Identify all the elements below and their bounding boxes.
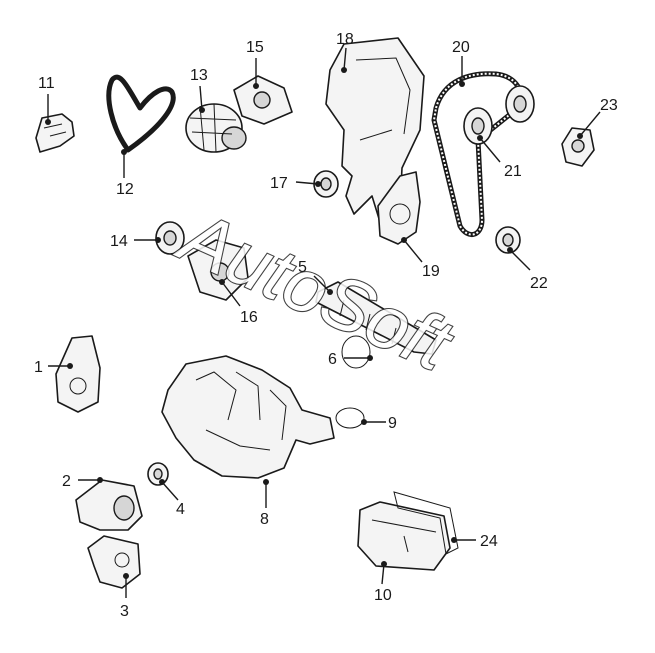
callout-14: 14 xyxy=(110,233,128,250)
part-22-crank-pulley xyxy=(495,226,521,254)
part-8-intake-manifold xyxy=(161,355,335,479)
callout-22: 22 xyxy=(530,275,548,292)
callout-4: 4 xyxy=(176,501,185,518)
part-1-engine-bracket xyxy=(55,335,101,413)
part-19-lower-cover xyxy=(377,171,421,245)
callout-labels: 11 12 13 15 18 20 23 17 21 19 22 14 16 5… xyxy=(34,31,618,620)
part-9-gasket xyxy=(335,407,365,429)
callout-10: 10 xyxy=(374,587,392,604)
callout-21: 21 xyxy=(504,163,522,180)
part-15-tensioner-bracket xyxy=(233,75,293,125)
part-3-water-outlet xyxy=(87,535,141,589)
part-23-fitting xyxy=(561,127,595,167)
callout-16: 16 xyxy=(240,309,258,326)
callout-18: 18 xyxy=(336,31,354,48)
part-16-tensioner-assembly xyxy=(187,239,249,301)
callout-leaders xyxy=(45,47,601,598)
callout-11: 11 xyxy=(38,75,55,92)
part-4-thermostat xyxy=(147,462,169,486)
callout-13: 13 xyxy=(190,67,208,84)
callout-12: 12 xyxy=(116,181,134,198)
callout-3: 3 xyxy=(120,603,129,620)
part-2-thermostat-housing xyxy=(75,479,143,531)
callout-24: 24 xyxy=(480,533,498,550)
part-5-fuel-rail xyxy=(315,281,437,355)
callout-8: 8 xyxy=(260,511,269,528)
callout-17: 17 xyxy=(270,175,288,192)
part-21-cam-pulley xyxy=(463,85,535,145)
callout-6: 6 xyxy=(328,351,337,368)
part-24-pan-gasket xyxy=(393,491,459,555)
part-13-alternator xyxy=(185,103,247,153)
callout-15: 15 xyxy=(246,39,264,56)
callout-5: 5 xyxy=(298,259,307,276)
callout-20: 20 xyxy=(452,39,470,56)
callout-1: 1 xyxy=(34,359,43,376)
callout-2: 2 xyxy=(62,473,71,490)
part-6-o-ring xyxy=(341,335,371,369)
part-10-oil-pan xyxy=(357,501,451,571)
part-12-belt-loop xyxy=(106,74,176,153)
callout-23: 23 xyxy=(600,97,618,114)
part-11-bracket xyxy=(35,113,75,153)
callout-19: 19 xyxy=(422,263,440,280)
callout-9: 9 xyxy=(388,415,397,432)
